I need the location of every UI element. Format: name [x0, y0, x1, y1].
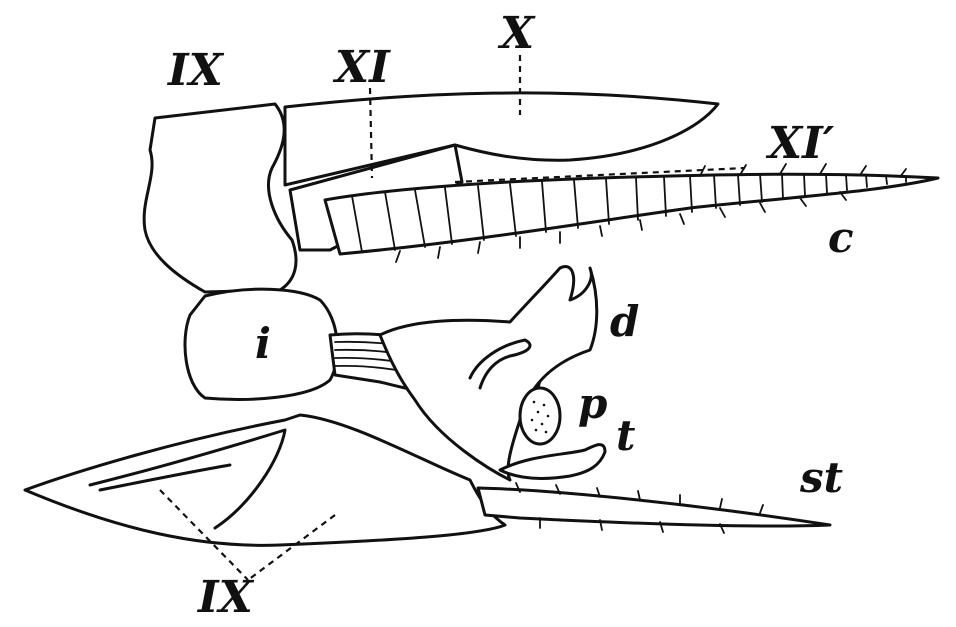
ventral-inner-b — [98, 463, 232, 492]
label-xi-prime: XI′ — [765, 118, 835, 169]
organ-p-stipple — [530, 400, 550, 434]
leader-xi — [368, 87, 374, 179]
st-bristles — [515, 482, 764, 534]
sternite-st — [476, 486, 832, 528]
tail-segments — [351, 173, 907, 253]
ring — [468, 338, 532, 390]
leader-ix-right — [247, 514, 336, 581]
label-ix-top: IX — [166, 45, 225, 96]
leader-ix-left — [159, 489, 249, 581]
label-ix-bottom: IX — [196, 572, 255, 623]
plate-x — [283, 91, 720, 187]
leader-xi-prime — [454, 166, 746, 184]
label-st: st — [799, 453, 843, 502]
label-x-top: X — [497, 8, 536, 59]
label-c: c — [828, 213, 854, 262]
label-d: d — [610, 297, 639, 346]
label-t: t — [616, 411, 635, 460]
sclerite-ix — [142, 102, 298, 294]
label-i: i — [255, 319, 271, 368]
label-xi-top: XI — [332, 42, 391, 93]
structure-t — [498, 443, 607, 480]
ventral-inner — [88, 428, 287, 530]
segment-i — [183, 287, 339, 401]
organ-p — [518, 386, 562, 446]
label-p: p — [578, 379, 607, 428]
